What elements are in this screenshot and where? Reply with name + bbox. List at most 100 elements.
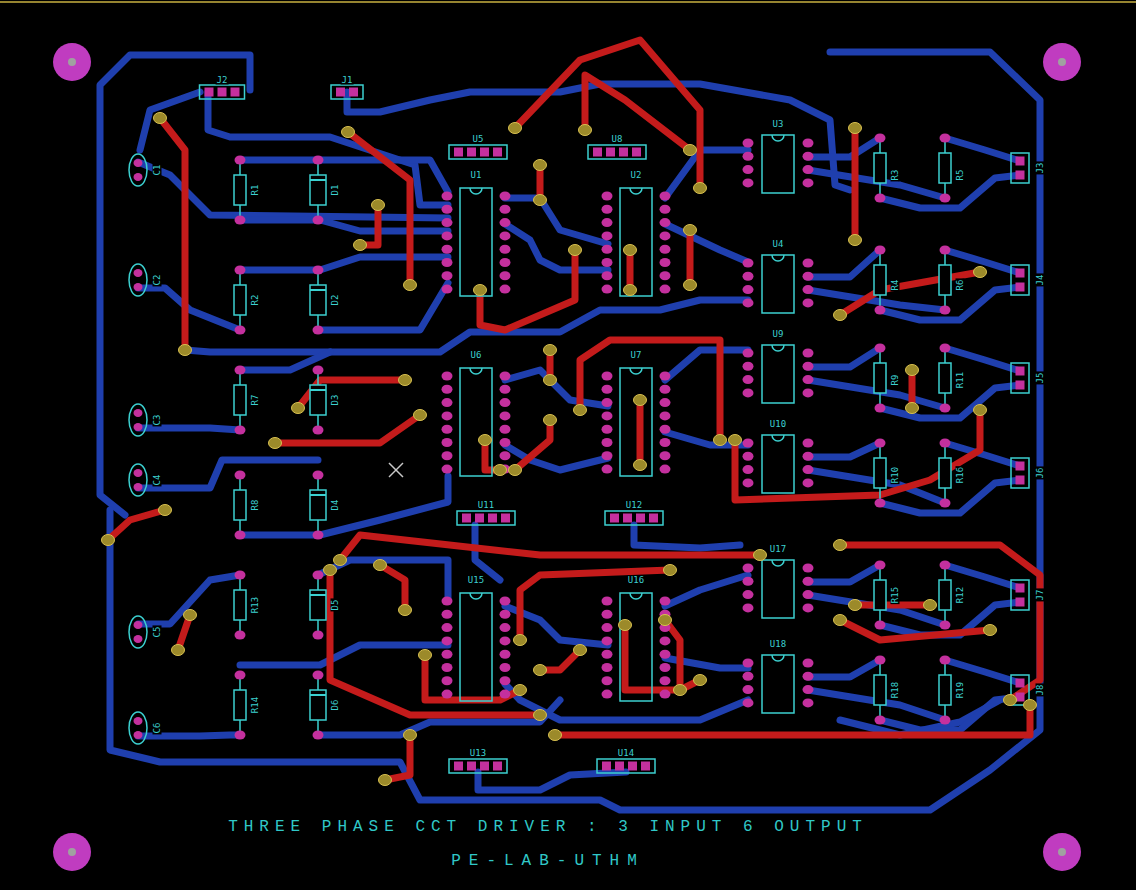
bottom-trace (185, 300, 748, 352)
part-designator: U13 (469, 749, 487, 758)
pad (500, 597, 511, 606)
part-designator: C2 (153, 274, 162, 287)
via (834, 310, 847, 321)
pad (628, 762, 637, 771)
bottom-trace (138, 288, 240, 330)
part-designator: R6 (956, 279, 965, 292)
pad (1016, 171, 1025, 180)
pad (602, 597, 613, 606)
part-designator: U7 (630, 351, 643, 360)
pad (454, 762, 463, 771)
pad (602, 372, 613, 381)
part-designator: D4 (331, 499, 340, 512)
pad (442, 636, 453, 645)
pad (235, 631, 246, 640)
pad (602, 623, 613, 632)
bottom-trace (808, 565, 880, 582)
pad (235, 426, 246, 435)
pad (602, 690, 613, 699)
bottom-trace (945, 138, 1020, 161)
pad (660, 398, 671, 407)
resistor-symbol (234, 385, 246, 415)
top-trace (520, 570, 670, 640)
pad (467, 762, 476, 771)
pad (743, 388, 754, 397)
top-trace (330, 570, 540, 715)
pad (462, 514, 471, 523)
top-trace (735, 410, 980, 500)
pad (313, 266, 324, 275)
bottom-trace (808, 443, 880, 457)
pad (803, 349, 814, 358)
resistor-symbol (874, 458, 886, 488)
top-trace (637, 400, 644, 465)
pad (660, 451, 671, 460)
pad (803, 388, 814, 397)
pad (313, 631, 324, 640)
pad (940, 439, 951, 448)
via (569, 245, 582, 256)
pad (602, 663, 613, 672)
part-designator: R16 (956, 466, 965, 484)
via (534, 665, 547, 676)
pad (442, 663, 453, 672)
bottom-trace (665, 224, 748, 262)
via (984, 625, 997, 636)
via (924, 600, 937, 611)
top-trace (580, 340, 720, 440)
pad (660, 425, 671, 434)
pad (660, 411, 671, 420)
pad (235, 671, 246, 680)
origin-cross (389, 463, 403, 477)
pad (940, 194, 951, 203)
capacitor-symbol (129, 264, 147, 296)
via (509, 123, 522, 134)
part-designator: J3 (1036, 162, 1045, 175)
pad (940, 716, 951, 725)
pad (134, 483, 143, 491)
pad (743, 139, 754, 148)
pad (1016, 367, 1025, 376)
diode-symbol (310, 590, 326, 620)
pad (743, 298, 754, 307)
part-designator: U17 (769, 545, 787, 554)
pad (442, 411, 453, 420)
board-caption: THREE PHASE CCT DRIVER : 3 INPUT 6 OUTPU… (226, 819, 870, 837)
ic-notch (470, 188, 482, 194)
via (694, 183, 707, 194)
connector-outline (1011, 580, 1029, 610)
via (664, 565, 677, 576)
hole-center (68, 58, 76, 66)
diode-symbol (310, 385, 326, 415)
pad (660, 285, 671, 294)
pad (488, 514, 497, 523)
pad (235, 266, 246, 275)
part-designator: J4 (1036, 274, 1045, 287)
pad (641, 762, 650, 771)
top-trace (555, 705, 1030, 735)
pad (660, 438, 671, 447)
via (574, 645, 587, 656)
pad (134, 269, 143, 277)
via (342, 127, 355, 138)
bottom-trace (347, 84, 850, 190)
diode-symbol (310, 490, 326, 520)
pad (442, 205, 453, 214)
pad (803, 672, 814, 681)
part-designator: C4 (153, 474, 162, 487)
pad (442, 597, 453, 606)
top-traces (108, 40, 1040, 780)
pad (349, 88, 358, 97)
bottom-trace (945, 660, 1020, 683)
pad (602, 438, 613, 447)
pad (743, 178, 754, 187)
pad (235, 366, 246, 375)
part-designator: R9 (891, 374, 900, 387)
part-designator: U9 (772, 330, 785, 339)
pad (940, 656, 951, 665)
pad (205, 88, 214, 97)
bottom-trace (138, 735, 240, 736)
via (624, 245, 637, 256)
connector-outline (1011, 458, 1029, 488)
